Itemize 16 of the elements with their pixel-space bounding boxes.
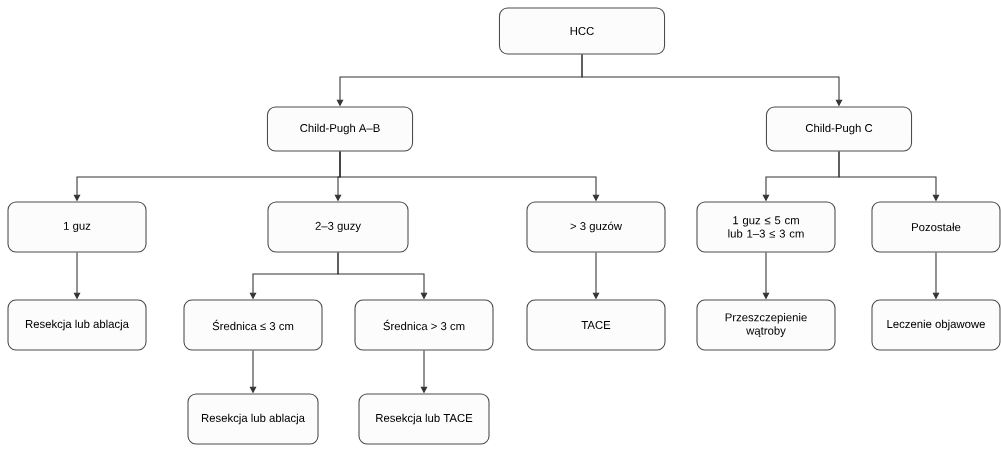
process-box: 1 guz ≤ 5 cm lub 1–3 ≤ 3 cm [696, 201, 836, 253]
process-box: 2–3 guzy [267, 201, 409, 253]
process-box: > 3 guzów [526, 201, 666, 253]
process-box: Średnica ≤ 3 cm [183, 299, 323, 351]
process-box: Resekcja lub TACE [358, 393, 490, 445]
process-box: Pozostałe [871, 201, 1001, 253]
process-box: TACE [526, 299, 666, 351]
process-box: Child-Pugh A–B [266, 106, 414, 152]
process-box: Resekcja lub ablacja [7, 299, 147, 351]
process-box: Leczenie objawowe [871, 299, 1001, 351]
process-box: 1 guz [7, 201, 147, 253]
process-box: Child-Pugh C [765, 106, 913, 152]
process-box: HCC [498, 7, 666, 55]
process-box: Średnica > 3 cm [354, 299, 494, 351]
process-box: Przeszczepienie wątroby [696, 299, 836, 351]
process-box: Resekcja lub ablacja [187, 393, 319, 445]
